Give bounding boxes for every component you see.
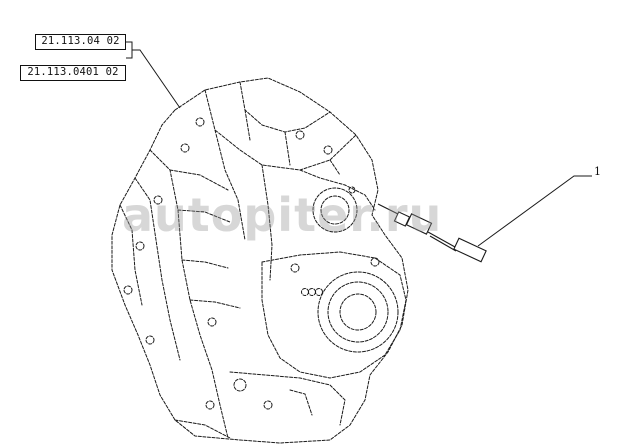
left-rib [149, 149, 229, 439]
top-flange [204, 89, 357, 171]
bell-bore [317, 271, 399, 353]
bell-housing [261, 251, 407, 379]
right-face [299, 169, 376, 211]
ref-leader-line [126, 41, 181, 109]
housing-outline [111, 77, 409, 444]
sensor-part [377, 203, 487, 263]
callout-leader-line [477, 175, 592, 247]
upper-port [312, 187, 358, 233]
callout-number: 1 [594, 165, 601, 178]
ref-code-box-2[interactable]: 21.113.0401 02 [20, 65, 126, 81]
ref-code-box-1[interactable]: 21.113.04 02 [35, 34, 126, 50]
